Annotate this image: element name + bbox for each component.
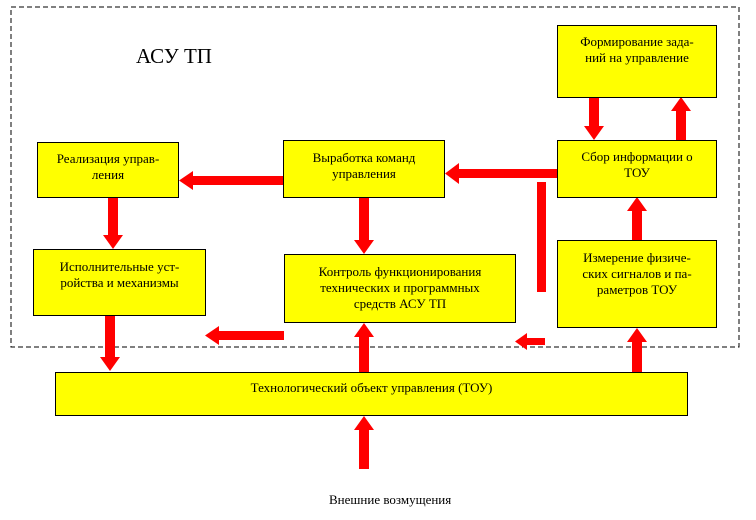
- arrow-measurement-to-info: [627, 197, 647, 240]
- block-process-object-text: Технологический объект управления (ТОУ): [250, 380, 493, 395]
- arrow-info-to-task: [671, 97, 691, 140]
- block-monitoring: Контроль функционирования технических и …: [284, 254, 516, 323]
- system-title: АСУ ТП: [136, 44, 212, 68]
- block-command-generation-text: Выработка команд управления: [312, 150, 416, 181]
- block-task-formation: Формирование зада- ний на управление: [557, 25, 717, 98]
- block-process-object: Технологический объект управления (ТОУ): [55, 372, 688, 416]
- system-boundary: [10, 6, 740, 348]
- arrow-control-to-actuators: [103, 198, 123, 249]
- block-control-implementation: Реализация управ- ления: [37, 142, 179, 198]
- arrow-actuators-to-process: [100, 316, 120, 371]
- block-info-collection-text: Сбор информации о ТОУ: [581, 149, 693, 180]
- block-measurement-text: Измерение физиче- ских сигналов и па- ра…: [582, 250, 692, 297]
- arrow-feedback-left: [515, 333, 545, 350]
- block-monitoring-text: Контроль функционирования технических и …: [318, 264, 482, 311]
- block-command-generation: Выработка команд управления: [283, 140, 445, 198]
- feedback-bar: [537, 182, 546, 292]
- arrow-process-to-measurement: [627, 328, 647, 372]
- arrow-info-to-command: [445, 163, 557, 184]
- block-task-formation-text: Формирование зада- ний на управление: [580, 34, 694, 65]
- block-actuators: Исполнительные уст- ройства и механизмы: [33, 249, 206, 316]
- arrow-monitoring-left: [205, 326, 284, 345]
- arrow-command-to-monitoring: [354, 198, 374, 254]
- arrows: [100, 97, 691, 469]
- arrow-task-to-info: [584, 98, 604, 140]
- block-actuators-text: Исполнительные уст- ройства и механизмы: [59, 259, 180, 290]
- external-disturbances-label: Внешние возмущения: [329, 492, 452, 507]
- block-measurement: Измерение физиче- ских сигналов и па- ра…: [557, 240, 717, 328]
- block-control-implementation-text: Реализация управ- ления: [56, 151, 160, 182]
- block-info-collection: Сбор информации о ТОУ: [557, 140, 717, 198]
- arrow-disturbance-to-process: [354, 416, 374, 469]
- arrow-process-to-monitoring: [354, 323, 374, 372]
- arrow-command-to-control: [179, 171, 283, 190]
